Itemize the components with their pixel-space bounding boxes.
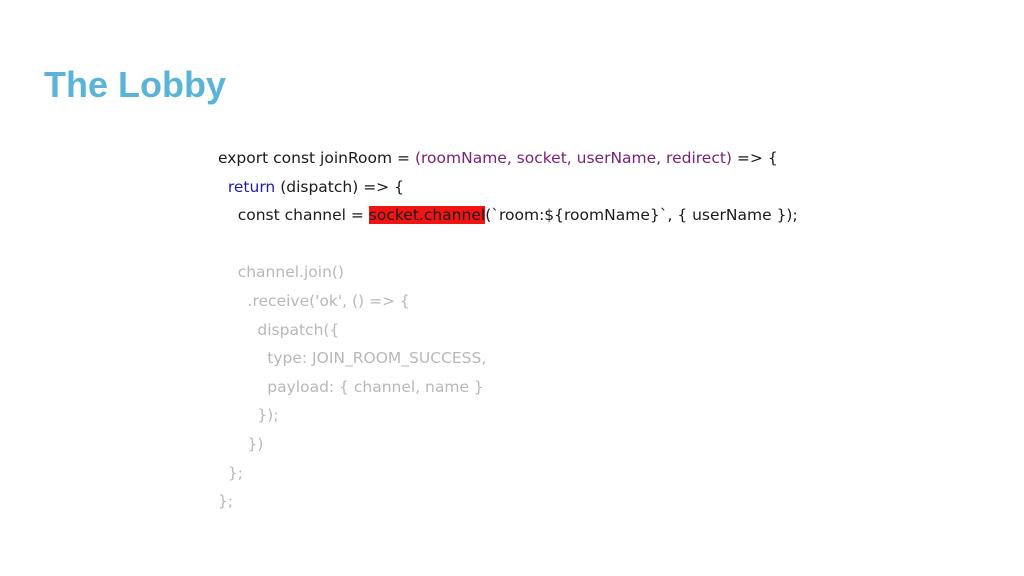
slide-title: The Lobby — [44, 64, 226, 105]
highlighted-code: socket.channel — [368, 206, 486, 225]
code-text: export const joinRoom = — [218, 149, 415, 167]
code-keyword: return — [227, 177, 276, 196]
code-line: }; — [218, 463, 243, 482]
code-line — [218, 230, 798, 259]
code-line: return (dispatch) => { — [218, 173, 798, 202]
code-text: (dispatch) => { — [275, 177, 404, 196]
code-line: channel.join() — [218, 263, 344, 282]
code-line: payload: { channel, name } — [218, 377, 484, 396]
code-line: }; — [218, 492, 234, 511]
code-params: (roomName, socket, userName, redirect) — [414, 149, 732, 167]
code-line: export const joinRoom = (roomName, socke… — [218, 144, 798, 173]
code-line: }); — [218, 406, 279, 425]
code-text: (`room:${roomName}`, { userName }); — [485, 206, 798, 225]
code-line: type: JOIN_ROOM_SUCCESS, — [218, 349, 487, 368]
code-text: const channel = — [218, 206, 369, 225]
code-indent — [218, 178, 228, 196]
code-line: }) — [218, 434, 264, 453]
code-text: => { — [731, 149, 778, 167]
code-line: const channel = socket.channel(`room:${r… — [218, 201, 798, 230]
code-line: .receive('ok', () => { — [218, 291, 410, 310]
code-block: export const joinRoom = (roomName, socke… — [218, 144, 798, 516]
code-line: dispatch({ — [218, 320, 340, 339]
